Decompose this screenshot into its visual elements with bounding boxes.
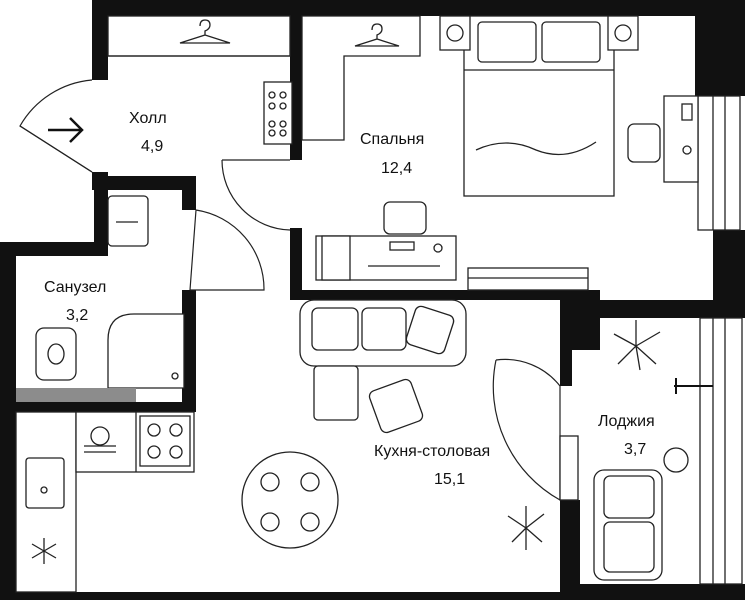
dishwasher [84, 426, 116, 453]
toilet [35, 327, 77, 381]
dresser [315, 201, 457, 281]
entrance-door[interactable] [19, 79, 93, 173]
bedroom-desk [627, 95, 699, 183]
arrow-right-icon [48, 117, 84, 143]
kitchen-area: 15,1 [434, 471, 465, 488]
bed [463, 15, 615, 197]
bathroom-sink [107, 195, 149, 247]
bedroom-name: Спальня [360, 131, 424, 148]
palm-plant-icon [613, 320, 661, 371]
window-bedroom [697, 95, 741, 231]
hanger-icon [354, 23, 400, 47]
loggia-door[interactable] [492, 358, 579, 501]
coffee-table [368, 378, 424, 434]
loggia-area: 3,7 [624, 441, 646, 458]
loggia-name: Лоджия [598, 413, 655, 430]
sofa [299, 299, 467, 421]
hall-shoe-cabinet [263, 81, 293, 145]
palm-plant-icon [507, 506, 545, 550]
bedroom-area: 12,4 [381, 160, 412, 177]
bedroom-wardrobe [301, 15, 421, 141]
shower [107, 313, 185, 389]
nightstand-left [439, 15, 471, 51]
bathroom-area: 3,2 [66, 307, 88, 324]
hall-area: 4,9 [141, 138, 163, 155]
hanger-icon [179, 19, 231, 44]
snowflake-icon [31, 538, 57, 564]
stove [139, 415, 191, 467]
loggia-armchair [593, 469, 663, 581]
dining-table [241, 451, 339, 549]
loggia-stool [663, 447, 689, 473]
kitchen-name: Кухня-столовая [374, 443, 490, 460]
bath-tiled-floor [16, 388, 136, 402]
nightstand-right [607, 15, 639, 51]
hall-wardrobe [107, 15, 291, 57]
bathroom-name: Санузел [44, 279, 106, 296]
hall-name: Холл [129, 110, 167, 127]
bathroom-door[interactable] [189, 209, 265, 291]
window-kitchen [467, 267, 589, 291]
bedroom-door[interactable] [221, 159, 291, 231]
window-loggia [699, 317, 743, 585]
kitchen-sink [25, 457, 65, 509]
